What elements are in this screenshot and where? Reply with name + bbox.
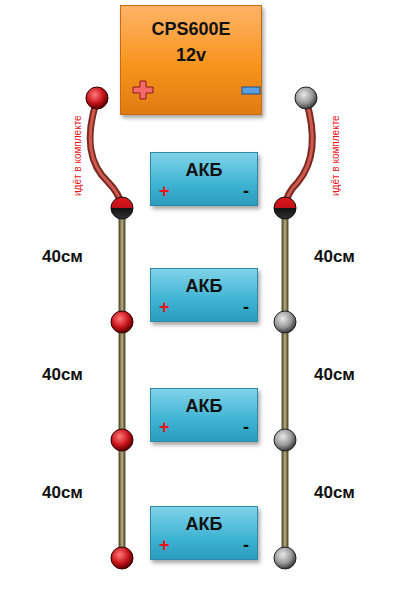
terminal xyxy=(274,429,296,451)
terminal-row: +- xyxy=(159,535,249,555)
cable-lug xyxy=(111,197,133,219)
terminal-row: +- xyxy=(159,417,249,437)
terminal-row: +- xyxy=(159,297,249,317)
inverter-box: CPS600E 12v xyxy=(120,5,262,115)
cable xyxy=(285,100,312,206)
terminal xyxy=(86,87,108,109)
terminal xyxy=(295,87,317,109)
battery-box: АКБ+- xyxy=(150,506,258,560)
length-label: 40см xyxy=(314,483,355,503)
minus-sign: - xyxy=(243,181,249,201)
bus-rail xyxy=(284,208,287,558)
device-name: CPS600E 12v xyxy=(146,16,236,114)
included-note: идёт в комплекте xyxy=(330,115,341,196)
cable xyxy=(90,100,122,206)
length-label: 40см xyxy=(42,247,83,267)
plus-sign: + xyxy=(159,297,170,317)
bus-rail xyxy=(119,208,126,558)
plus-sign: + xyxy=(159,181,170,201)
terminal xyxy=(111,547,133,569)
terminal xyxy=(274,547,296,569)
length-label: 40см xyxy=(314,365,355,385)
length-label: 40см xyxy=(314,247,355,267)
terminal-row: +- xyxy=(159,181,249,201)
minus-sign: - xyxy=(243,535,249,555)
battery-label: АКБ xyxy=(159,513,249,535)
battery-label: АКБ xyxy=(159,395,249,417)
included-note: идёт в комплекте xyxy=(72,115,83,196)
battery-box: АКБ+- xyxy=(150,388,258,442)
cable xyxy=(285,100,312,206)
battery-box: АКБ+- xyxy=(150,268,258,322)
battery-box: АКБ+- xyxy=(150,152,258,206)
cable-lug xyxy=(274,197,296,219)
minus-sign: - xyxy=(243,297,249,317)
bus-rail xyxy=(121,208,124,558)
terminal xyxy=(111,311,133,333)
plus-sign: + xyxy=(159,417,170,437)
cable xyxy=(90,100,122,206)
battery-label: АКБ xyxy=(159,159,249,181)
length-label: 40см xyxy=(42,365,83,385)
length-label: 40см xyxy=(42,483,83,503)
plus-sign: + xyxy=(159,535,170,555)
minus-sign: - xyxy=(243,417,249,437)
bus-rail xyxy=(282,208,289,558)
terminal xyxy=(111,429,133,451)
battery-label: АКБ xyxy=(159,275,249,297)
terminal xyxy=(274,311,296,333)
